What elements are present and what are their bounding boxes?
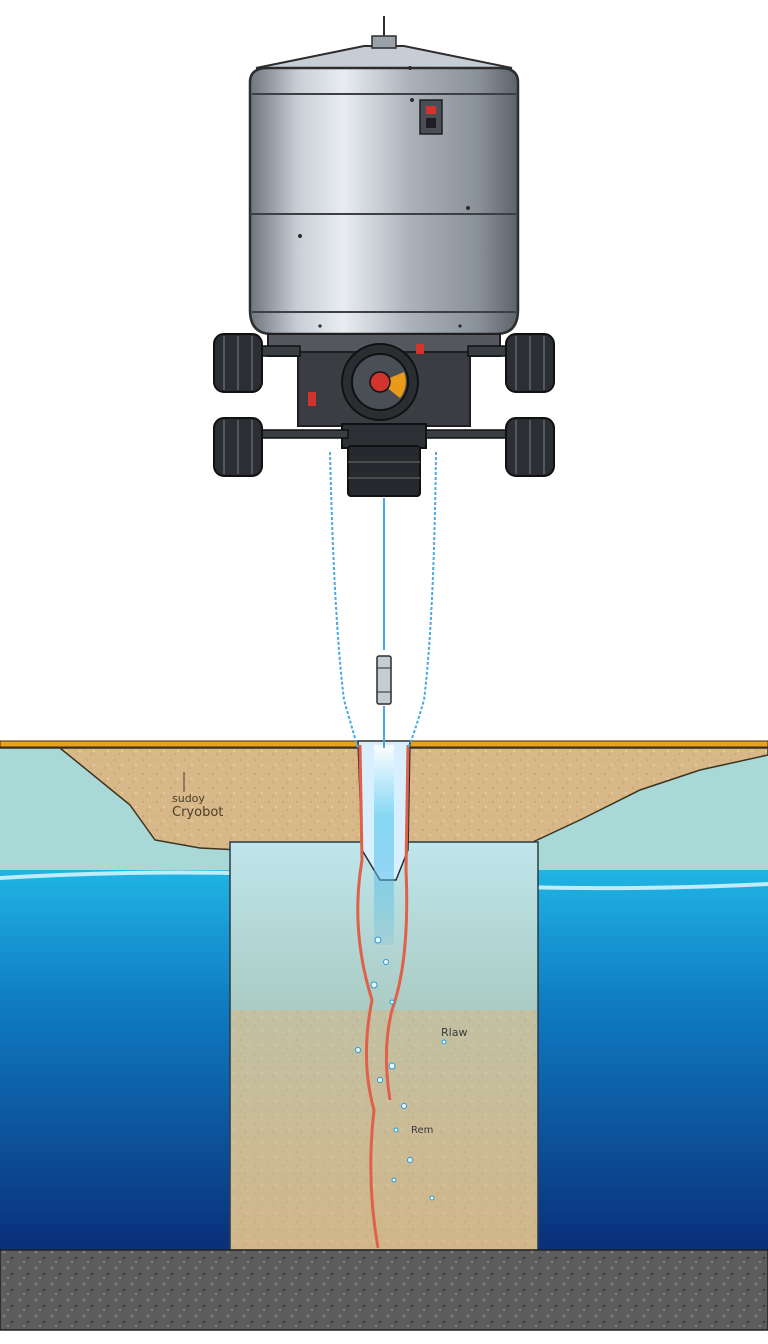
- bubble-icon: [391, 1177, 397, 1183]
- water-jet: [374, 745, 394, 945]
- bubble-icon: [374, 936, 382, 944]
- red-indicator-right: [416, 344, 424, 354]
- cryobot-probe: [213, 16, 555, 497]
- wheel-icon: [213, 417, 263, 477]
- arm-lower-right: [425, 429, 509, 439]
- tether-left: [329, 451, 359, 749]
- arm-lower-left: [261, 429, 349, 439]
- bubble-icon: [355, 1047, 361, 1053]
- shaft-sediment-fill: [231, 1010, 537, 1250]
- wheel-icon: [213, 333, 263, 393]
- site-label-line2: Cryobot: [172, 805, 224, 820]
- site-label: sudoy Cryobot: [172, 792, 223, 820]
- red-indicator-left: [308, 392, 316, 406]
- nozzle-icon: [347, 445, 421, 497]
- bedrock-layer: [0, 1249, 768, 1331]
- bubble-icon: [370, 981, 378, 989]
- cryobot-hull-icon: [248, 66, 520, 336]
- motor-warning-wedge: [380, 372, 406, 398]
- tether-right: [407, 451, 437, 749]
- top-fitting: [371, 35, 397, 49]
- nozzle-collar: [341, 423, 427, 449]
- melt-channel: [356, 740, 411, 1249]
- tether-connector: [376, 655, 392, 705]
- bubble-icon: [441, 1039, 447, 1045]
- bubble-icon: [388, 1062, 396, 1070]
- bubble-cluster: [355, 936, 447, 1201]
- bubble-icon: [407, 1157, 413, 1163]
- hull-rivets: [298, 66, 470, 328]
- bubble-icon: [429, 1195, 435, 1201]
- site-label-line1: sudoy: [172, 792, 205, 805]
- top-cap: [255, 45, 513, 69]
- hull-access-panel: [419, 99, 443, 135]
- heat-trace-right: [384, 744, 410, 1101]
- bubble-icon: [389, 999, 395, 1005]
- bubble-icon: [401, 1103, 407, 1109]
- arm-upper-right: [467, 345, 507, 357]
- flow-label: Rlaw: [441, 1026, 468, 1039]
- wheel-icon: [505, 333, 555, 393]
- wheel-icon: [505, 417, 555, 477]
- motor-hub: [369, 371, 391, 393]
- bubble-icon: [377, 1077, 383, 1083]
- rem-label: Rem: [411, 1125, 434, 1136]
- tether-lines: [329, 451, 437, 749]
- arm-upper-left: [261, 345, 301, 357]
- bubble-icon: [393, 1127, 399, 1133]
- heat-trace-left: [356, 744, 380, 1249]
- bubble-icon: [383, 959, 389, 965]
